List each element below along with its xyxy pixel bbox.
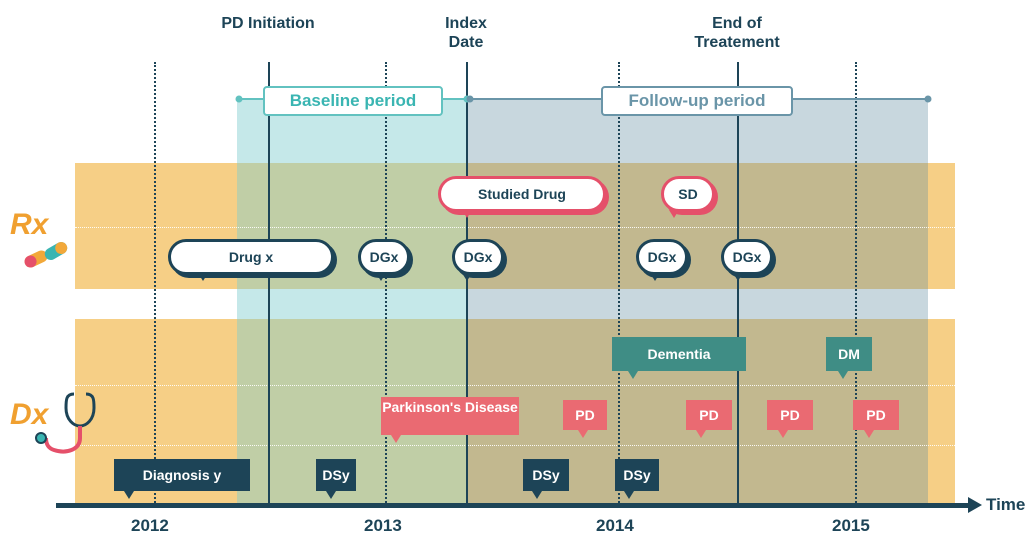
dsy-pointer-2 (532, 491, 542, 499)
dm-pointer (838, 371, 848, 379)
followup-period-label: Follow-up period (601, 86, 793, 116)
year-2013: 2013 (364, 516, 402, 535)
parkinsons-pointer (391, 435, 401, 443)
time-label: Time (986, 495, 1026, 514)
dgx-event-2: DGx (452, 239, 504, 275)
dgx-event-4: DGx (721, 239, 773, 275)
pd-event-1: PD (563, 400, 607, 430)
studied-drug-event: Studied Drug (438, 176, 606, 212)
year-2015: 2015 (832, 516, 870, 535)
dementia-pointer (628, 371, 638, 379)
end-of-treatment-line (737, 62, 739, 503)
followup-shade (467, 98, 928, 503)
dgx-pointer-1 (376, 273, 386, 281)
year-line-2014 (618, 62, 620, 503)
dgx-pointer-4 (733, 273, 743, 281)
drug-x-pointer (198, 273, 208, 281)
year-2012: 2012 (131, 516, 169, 535)
axis-arrowhead (968, 497, 982, 513)
year-line-2015 (855, 62, 857, 503)
pd-pointer-4 (864, 430, 874, 438)
pd-event-4: PD (853, 400, 899, 430)
dgx-pointer-3 (650, 273, 660, 281)
diagnosis-y-event: Diagnosis y (114, 459, 250, 491)
pd-pointer-3 (778, 430, 788, 438)
year-line-2012 (154, 62, 156, 503)
rx-label: Rx (10, 208, 49, 241)
dgx-event-1: DGx (358, 239, 410, 275)
pd-event-3: PD (767, 400, 813, 430)
sd-event: SD (661, 176, 715, 212)
drug-x-event: Drug x (168, 239, 334, 275)
pd-pointer-2 (696, 430, 706, 438)
dm-event: DM (826, 337, 872, 371)
diagnosis-y-pointer (124, 491, 134, 499)
pd-event-2: PD (686, 400, 732, 430)
baseline-period-label: Baseline period (263, 86, 443, 116)
dx-guide-2 (75, 445, 955, 446)
sd-pointer (669, 210, 679, 218)
dgx-pointer-2 (462, 273, 472, 281)
year-2014: 2014 (596, 516, 634, 535)
time-axis (56, 503, 970, 508)
dementia-event: Dementia (612, 337, 746, 371)
dsy-event-3: DSy (615, 459, 659, 491)
dsy-pointer-1 (326, 491, 336, 499)
dsy-event-1: DSy (316, 459, 356, 491)
dgx-event-3: DGx (636, 239, 688, 275)
year-line-2013 (385, 62, 387, 503)
dx-label: Dx (10, 398, 49, 431)
dx-guide-1 (75, 385, 955, 386)
dsy-pointer-3 (624, 491, 634, 499)
dsy-event-2: DSy (523, 459, 569, 491)
baseline-shade (237, 98, 467, 503)
rx-guide (75, 227, 955, 228)
index-date-label: Index Date (445, 15, 487, 51)
pd-initiation-label: PD Initiation (221, 15, 315, 32)
pd-initiation-line (268, 62, 270, 503)
studied-drug-pointer (462, 210, 472, 218)
index-date-line (466, 62, 468, 503)
stethoscope-icon (35, 392, 96, 454)
parkinsons-event: Parkinson's Disease (381, 397, 519, 435)
pills-icon (24, 242, 68, 268)
pd-pointer-1 (578, 430, 588, 438)
end-of-treatment-label: End of Treatement (694, 15, 780, 51)
